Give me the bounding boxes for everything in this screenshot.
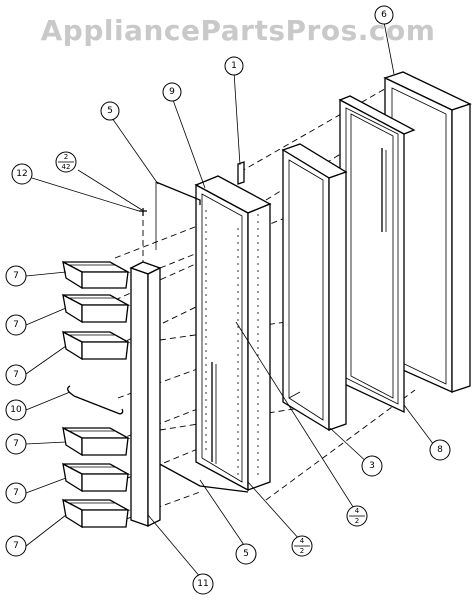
- callout-8: 8: [429, 439, 451, 461]
- callout-7-a-label: 7: [13, 271, 19, 281]
- door-bin-4: [62, 426, 131, 457]
- callout-5-top: 5: [100, 101, 120, 121]
- callout-7-f: 7: [5, 535, 27, 557]
- callout-7-e-label: 7: [13, 488, 19, 498]
- screw-part: [139, 208, 147, 216]
- callout-7-d-label: 7: [13, 439, 19, 449]
- callout-fraction-4-2-lower: 4 2: [291, 535, 313, 557]
- callout-fraction-4-2-right: 4 2: [346, 505, 368, 527]
- callout-7-b: 7: [5, 314, 27, 336]
- door-liner-frame: [281, 143, 348, 432]
- callout-9-label: 9: [169, 87, 175, 97]
- callout-1-label: 1: [231, 61, 237, 71]
- fraction-4-2-right-bottom: 2: [355, 517, 359, 525]
- callout-6: 6: [374, 5, 394, 25]
- callout-7-c-label: 7: [13, 370, 19, 380]
- callout-12-label: 12: [16, 169, 27, 179]
- door-gasket: [338, 95, 416, 414]
- shelf-frame-wire-top: [155, 181, 201, 250]
- door-bin-6: [62, 498, 131, 529]
- callout-7-b-label: 7: [13, 320, 19, 330]
- fraction-4-2-lower-bottom: 2: [300, 547, 304, 555]
- door-bin-3: [62, 330, 131, 361]
- door-bin-1: [62, 260, 131, 290]
- callout-7-d: 7: [5, 433, 27, 455]
- callout-10-label: 10: [10, 405, 22, 415]
- callout-11-label: 11: [197, 579, 208, 589]
- door-bins: [62, 260, 131, 529]
- callout-10: 10: [5, 399, 27, 421]
- callout-5-bottom-label: 5: [243, 549, 249, 559]
- callout-7-a: 7: [5, 265, 27, 287]
- fraction-2-42-bottom: 42: [62, 163, 71, 171]
- callout-1: 1: [224, 56, 244, 76]
- callout-7-e: 7: [5, 482, 27, 504]
- watermark: AppliancePartsPros.com: [40, 14, 436, 47]
- callout-3-label: 3: [369, 461, 375, 471]
- vertical-trim-strip: [237, 161, 245, 185]
- callout-5-bottom: 5: [235, 543, 257, 565]
- callout-fraction-2-42: 2 42: [55, 151, 77, 173]
- leader-lines: [25, 21, 438, 579]
- fraction-4-2-lower-top: 4: [300, 537, 305, 545]
- fraction-2-42-top: 2: [64, 153, 68, 161]
- fraction-4-2-right-top: 4: [355, 507, 360, 515]
- door-bin-5: [62, 462, 131, 493]
- door-bin-2: [62, 293, 131, 324]
- callout-11: 11: [192, 573, 214, 595]
- callout-9: 9: [162, 82, 182, 102]
- inner-door-liner: [194, 175, 272, 492]
- front-trim-strip: [129, 261, 162, 528]
- callout-6-label: 6: [381, 10, 387, 20]
- callout-5-top-label: 5: [107, 106, 113, 116]
- callout-8-label: 8: [437, 445, 443, 455]
- callout-7-f-label: 7: [13, 541, 19, 551]
- callout-3: 3: [361, 455, 383, 477]
- callout-12: 12: [11, 163, 33, 185]
- bin-retainer-bar: [67, 385, 124, 415]
- rail-marks: [205, 210, 259, 480]
- callout-7-c: 7: [5, 364, 27, 386]
